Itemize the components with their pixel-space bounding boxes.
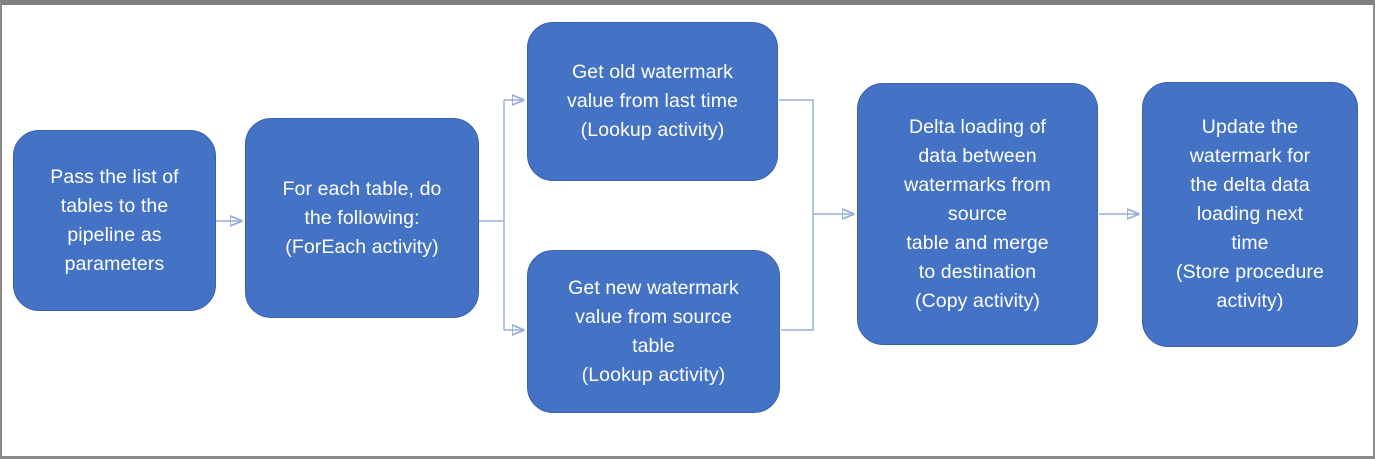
flowchart-node-update-watermark: Update the watermark for the delta data … xyxy=(1142,82,1358,347)
flowchart-node-pass-list: Pass the list of tables to the pipeline … xyxy=(13,130,216,311)
flowchart-node-delta-loading: Delta loading of data between watermarks… xyxy=(857,83,1098,345)
flowchart-node-get-new-watermark: Get new watermark value from source tabl… xyxy=(527,250,780,413)
flowchart-node-get-old-watermark: Get old watermark value from last time (… xyxy=(527,22,778,181)
edge-lookups-merge-trunk xyxy=(779,99,814,331)
edge-foreach-split-trunk xyxy=(479,100,505,330)
flowchart-node-foreach: For each table, do the following: (ForEa… xyxy=(245,118,479,318)
